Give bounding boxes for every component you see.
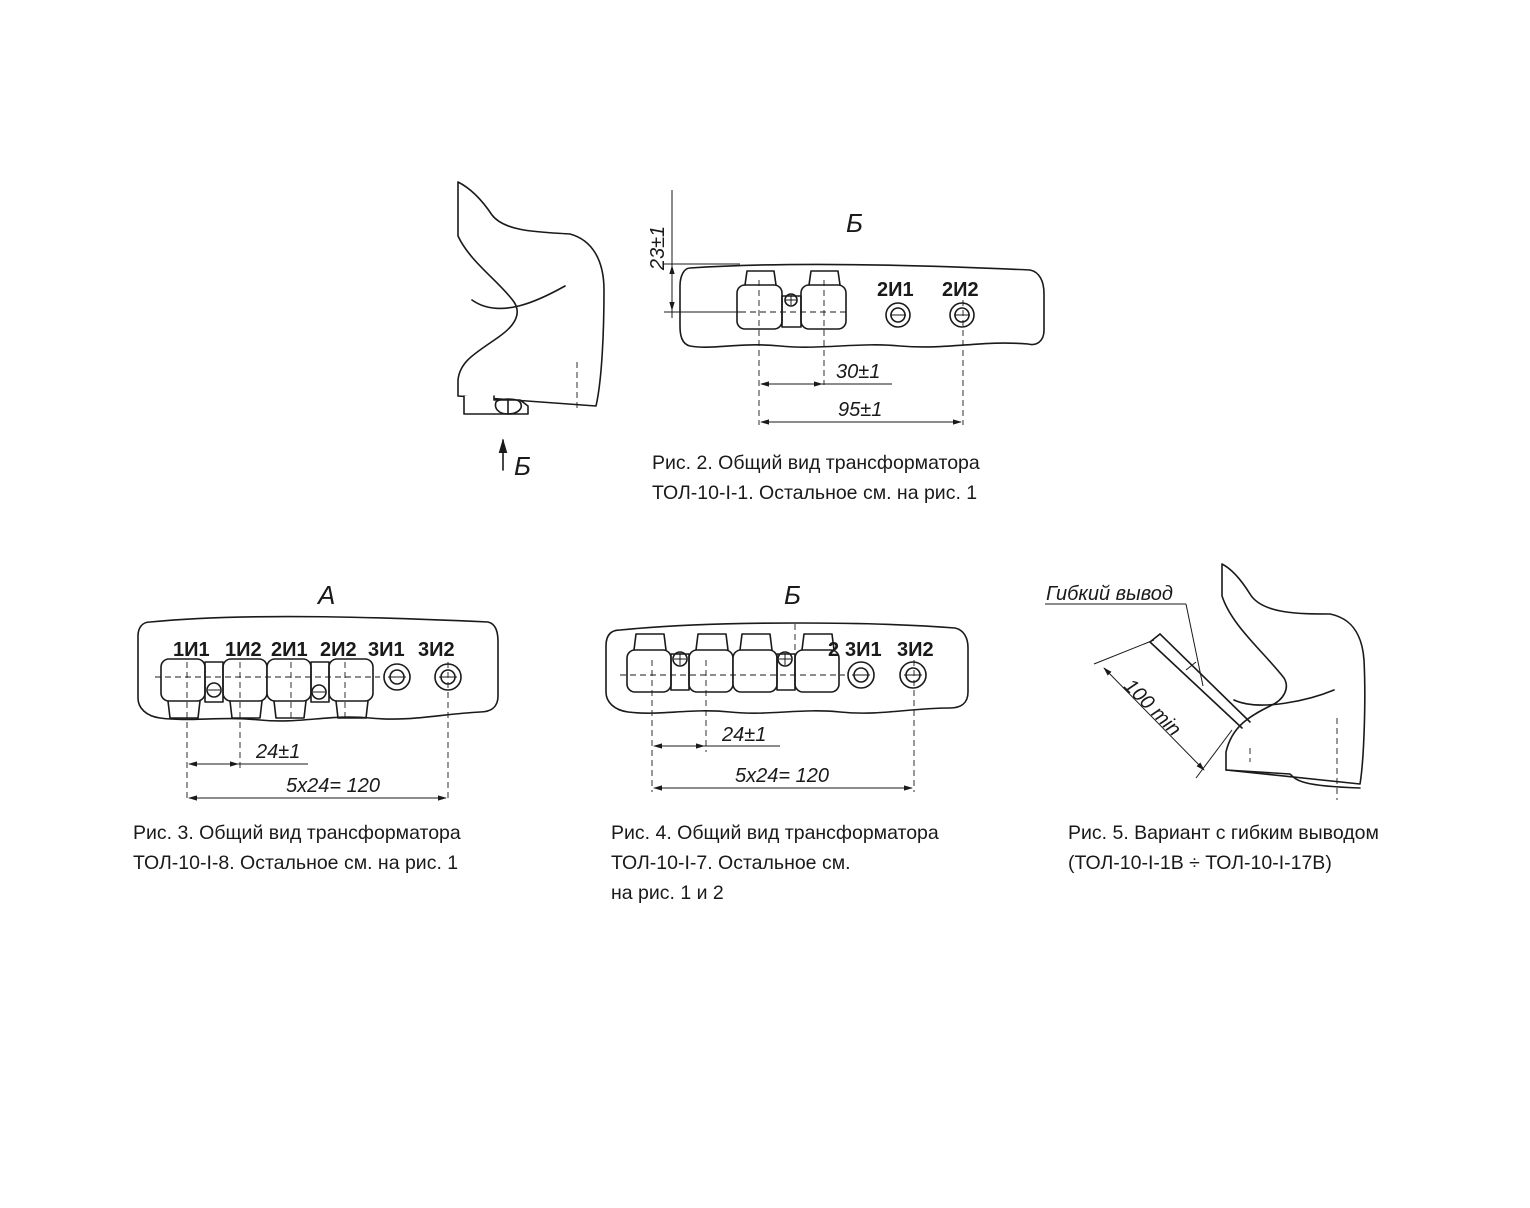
fig3-terminal-label-4: 2И2 (320, 639, 357, 661)
fig1-inner-curve (471, 285, 566, 310)
fig4-terminal-label-2: 3И2 (897, 639, 934, 661)
fig4-terminal-block-2 (688, 649, 734, 693)
fig5-dim-length: 100 min (1119, 675, 1185, 741)
fig4-view-b: Б 2 3И1 3И2 (605, 580, 969, 792)
fig2-terminal-block-2 (800, 284, 847, 330)
fig3-terminal-block-4 (328, 658, 374, 702)
fig1-terminal-screw (494, 398, 523, 415)
fig2-dim-pitch: 30±1 (836, 361, 880, 383)
fig3-terminal-label-1: 1И1 (173, 639, 210, 661)
fig2-view-b: Б 2И1 2И2 23±1 30±1 (647, 190, 1045, 425)
fig2-screw-terminal-2i1 (885, 302, 911, 328)
fig3-terminal-label-6: 3И2 (418, 639, 455, 661)
fig4-terminal-block-3 (732, 649, 778, 693)
fig1-side-view: Б (457, 181, 605, 481)
fig3-caption-line2: ТОЛ-10-I-8. Остальное см. на рис. 1 (133, 852, 459, 874)
fig1-view-arrow-label: Б (514, 451, 531, 481)
fig3-screw-terminal-3i1 (383, 663, 411, 691)
fig3-connector-2 (310, 661, 330, 703)
fig2-terminal-label-1: 2И1 (877, 279, 914, 301)
fig3-terminal-block-2 (222, 658, 268, 702)
fig2-view-label: Б (846, 208, 863, 238)
fig2-housing-outline (679, 263, 1045, 348)
fig4-view-label: Б (784, 580, 801, 610)
fig4-caption: Рис. 4. Общий вид трансформатора ТОЛ-10-… (611, 818, 939, 908)
fig2-screw-terminal-2i2 (949, 302, 975, 328)
fig5-caption-line2: (ТОЛ-10-I-1В ÷ ТОЛ-10-I-17В) (1068, 852, 1332, 874)
fig2-terminal-cap-2 (808, 270, 841, 286)
fig2-caption-line1: Рис. 2. Общий вид трансформатора (652, 452, 980, 474)
fig3-dim-pitch: 24±1 (255, 741, 300, 763)
fig3-terminal-block-3 (266, 658, 312, 702)
fig3-terminal-label-3: 2И1 (271, 639, 308, 661)
fig1-housing-outline (457, 181, 605, 407)
fig5-dim-length-line (1103, 667, 1205, 771)
fig3-connector-1 (204, 661, 224, 703)
fig3-terminal-label-5: 3И1 (368, 639, 405, 661)
fig4-caption-line3: на рис. 1 и 2 (611, 882, 724, 904)
fig2-terminal-label-2: 2И2 (942, 279, 979, 301)
fig3-view-label: А (316, 580, 335, 610)
fig4-dim-pitch: 24±1 (721, 724, 766, 746)
fig2-terminal-block-1 (736, 284, 783, 330)
fig4-terminal-label-partial: 2 (828, 639, 839, 661)
fig4-connector-2 (776, 653, 796, 691)
fig4-caption-line1: Рис. 4. Общий вид трансформатора (611, 822, 939, 844)
fig5-lead-label: Гибкий вывод (1046, 583, 1173, 605)
fig2-caption-line2: ТОЛ-10-I-1. Остальное см. на рис. 1 (652, 482, 978, 504)
fig3-view-a: А 1И1 1И2 2И1 2И2 3И1 3И2 (137, 580, 499, 802)
fig5-caption: Рис. 5. Вариант с гибким выводом (ТОЛ-10… (1068, 818, 1379, 878)
fig4-terminal-label-1: 3И1 (845, 639, 882, 661)
fig2-dim-height: 23±1 (647, 226, 669, 271)
fig5-lead-leader (1185, 603, 1204, 687)
fig3-caption: Рис. 3. Общий вид трансформатора ТОЛ-10-… (133, 818, 461, 878)
fig3-terminal-label-2: 1И2 (225, 639, 262, 661)
fig2-terminal-cap-1 (744, 270, 777, 286)
fig4-screw-terminal-3i1 (847, 661, 875, 689)
fig2-dim-total: 95±1 (838, 399, 882, 421)
fig4-dim-total: 5x24= 120 (735, 765, 829, 787)
fig4-screw-terminal-3i2 (899, 661, 927, 689)
fig2-caption: Рис. 2. Общий вид трансформатора ТОЛ-10-… (652, 448, 980, 508)
fig5-caption-line1: Рис. 5. Вариант с гибким выводом (1068, 822, 1379, 844)
fig3-dim-total: 5x24= 120 (286, 775, 380, 797)
fig5-housing-outline (1221, 563, 1366, 785)
fig2-connector-screw (784, 293, 798, 307)
fig4-terminal-block-1 (626, 649, 672, 693)
fig4-caption-line2: ТОЛ-10-I-7. Остальное см. (611, 852, 851, 874)
fig5-flexible-lead: Гибкий вывод 100 min (1045, 563, 1366, 800)
fig3-caption-line1: Рис. 3. Общий вид трансформатора (133, 822, 461, 844)
fig3-terminal-block-1 (160, 658, 206, 702)
